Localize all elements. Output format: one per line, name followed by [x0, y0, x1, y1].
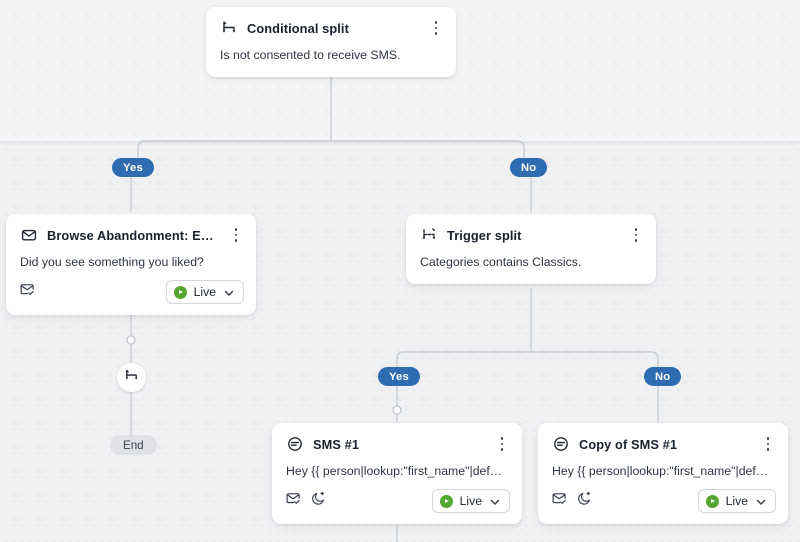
branch-label-trigger-yes[interactable]: Yes	[378, 367, 420, 386]
chevron-down-icon	[223, 286, 235, 298]
sms-bubble-icon	[552, 436, 569, 453]
live-play-icon	[173, 285, 187, 299]
kebab-menu-icon[interactable]	[628, 226, 644, 244]
node-footer-icons	[552, 491, 592, 511]
node-description: Categories contains Classics.	[420, 255, 582, 269]
live-play-icon	[439, 494, 453, 508]
node-header: Copy of SMS #1	[538, 423, 788, 453]
envelope-icon	[20, 227, 37, 244]
node-description: Hey {{ person|lookup:"first_name"|defaul…	[286, 464, 517, 478]
edge-trigger-branch-bar	[396, 351, 659, 384]
kebab-menu-icon[interactable]	[760, 435, 776, 453]
node-browse-abandonment-email[interactable]: Browse Abandonment: Email... Did you see…	[6, 214, 256, 315]
split-icon	[124, 368, 139, 388]
live-play-icon	[705, 494, 719, 508]
node-title: Conditional split	[247, 20, 349, 36]
status-dropdown[interactable]: Live	[165, 280, 244, 304]
branch-label-yes[interactable]: Yes	[112, 158, 154, 177]
node-split-circle[interactable]	[117, 363, 146, 392]
envelope-check-icon	[20, 282, 35, 302]
node-end[interactable]: End	[110, 435, 157, 455]
chevron-down-icon	[755, 495, 767, 507]
node-header: Browse Abandonment: Email...	[6, 214, 256, 244]
kebab-menu-icon[interactable]	[228, 226, 244, 244]
node-header: SMS #1	[272, 423, 522, 453]
trigger-split-icon	[420, 227, 437, 244]
node-description: Is not consented to receive SMS.	[220, 48, 401, 62]
status-dropdown[interactable]: Live	[697, 489, 776, 513]
node-title: Trigger split	[447, 227, 522, 243]
edge-conditional-branch-bar	[137, 140, 525, 175]
edge-port-email	[126, 335, 136, 345]
branch-label-trigger-no[interactable]: No	[644, 367, 682, 386]
status-dropdown[interactable]: Live	[431, 489, 510, 513]
quiet-hours-moon-icon	[577, 491, 592, 511]
branch-label-no[interactable]: No	[510, 158, 548, 177]
node-footer: Live	[538, 479, 788, 524]
quiet-hours-moon-icon	[311, 491, 326, 511]
split-icon	[220, 20, 237, 37]
node-title: Browse Abandonment: Email...	[47, 227, 218, 243]
node-footer: Live	[272, 479, 522, 524]
node-footer-icons	[286, 491, 326, 511]
sms-bubble-icon	[286, 436, 303, 453]
envelope-check-icon	[552, 491, 567, 511]
edge-port-sms	[392, 405, 402, 415]
node-conditional-split[interactable]: Conditional split Is not consented to re…	[206, 7, 456, 77]
node-description: Hey {{ person|lookup:"first_name"|defaul…	[552, 464, 783, 478]
node-copy-of-sms-1[interactable]: Copy of SMS #1 Hey {{ person|lookup:"fir…	[538, 423, 788, 524]
node-sms-1[interactable]: SMS #1 Hey {{ person|lookup:"first_name"…	[272, 423, 522, 524]
node-header: Trigger split	[406, 214, 656, 244]
node-title: Copy of SMS #1	[579, 436, 678, 452]
status-label: Live	[193, 285, 216, 299]
envelope-check-icon	[286, 491, 301, 511]
node-description: Did you see something you liked?	[20, 255, 204, 269]
kebab-menu-icon[interactable]	[494, 435, 510, 453]
kebab-menu-icon[interactable]	[428, 19, 444, 37]
chevron-down-icon	[489, 495, 501, 507]
node-trigger-split[interactable]: Trigger split Categories contains Classi…	[406, 214, 656, 284]
status-label: Live	[459, 494, 482, 508]
node-title: SMS #1	[313, 436, 360, 452]
node-footer-icons	[20, 282, 35, 302]
node-footer: Live	[6, 270, 256, 315]
status-label: Live	[725, 494, 748, 508]
node-header: Conditional split	[206, 7, 456, 37]
